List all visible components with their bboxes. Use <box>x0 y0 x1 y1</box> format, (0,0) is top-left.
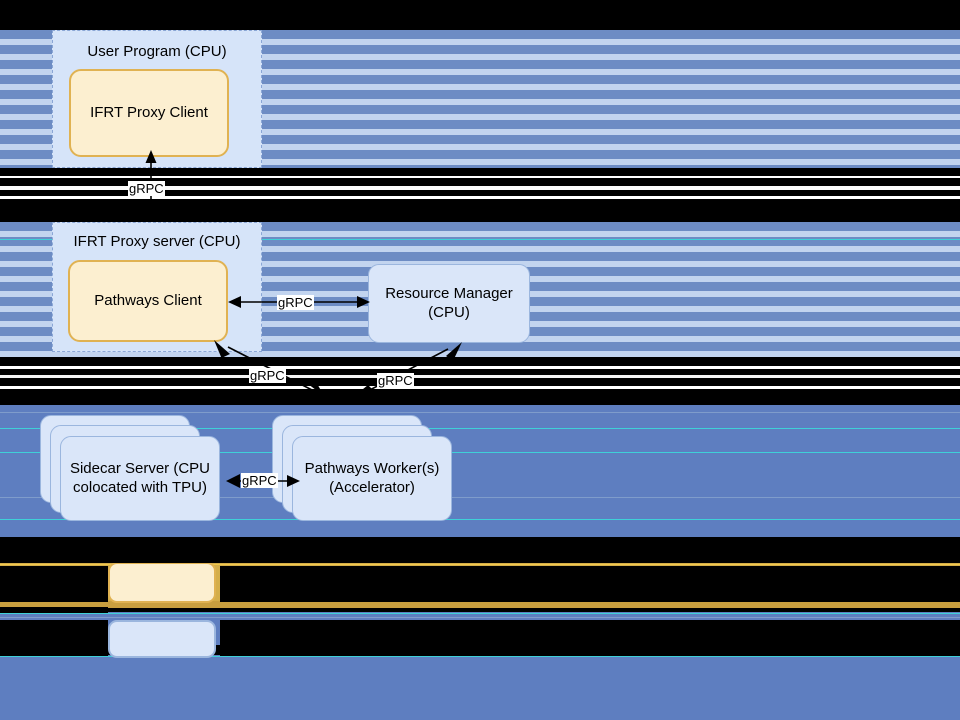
occlusion-band-2 <box>0 199 960 219</box>
occlusion-band-9 <box>220 620 960 656</box>
group-ifrt-proxy-server-title: IFRT Proxy server (CPU) <box>73 233 241 250</box>
background-band-white-a <box>0 175 960 178</box>
occlusion-band-12 <box>0 608 960 612</box>
background-hairline-e <box>0 452 960 453</box>
legend-swatch-cream <box>108 562 216 603</box>
background-hairline-i <box>0 617 960 618</box>
node-resource-manager[interactable]: Resource Manager (CPU) <box>368 264 530 343</box>
sidecar-card-front[interactable]: Sidecar Server (CPU colocated with TPU) <box>60 436 220 521</box>
background-band-white-b <box>0 186 960 190</box>
node-ifrt-proxy-client[interactable]: IFRT Proxy Client <box>69 69 229 157</box>
node-ifrt-proxy-client-label: IFRT Proxy Client <box>90 103 208 121</box>
background-hairline-d <box>0 428 960 429</box>
node-pathways-workers-label-line1: Pathways Worker(s) <box>304 459 440 477</box>
background-hairline-c <box>0 412 960 413</box>
workers-card-front[interactable]: Pathways Worker(s) (Accelerator) <box>292 436 452 521</box>
edge-label-sidecar-workers: gRPC <box>241 473 278 488</box>
background-hairline-f <box>0 497 960 498</box>
background-band-white-c <box>0 196 960 199</box>
node-sidecar-server-label-line2: colocated with TPU) <box>73 478 207 496</box>
background-hairline-g <box>0 519 960 520</box>
occlusion-band-6 <box>220 566 960 602</box>
background-band-gold-lower <box>0 601 960 608</box>
node-pathways-workers-label-line2: (Accelerator) <box>329 478 415 496</box>
node-pathways-client-label: Pathways Client <box>94 291 202 309</box>
edge-label-resource-manager-workers: gRPC <box>377 373 414 388</box>
background-band-white-e <box>0 375 960 378</box>
background-band-white-f <box>0 386 960 389</box>
node-pathways-workers-stack[interactable]: Pathways Worker(s) (Accelerator) <box>272 415 462 525</box>
occlusion-band-11 <box>0 0 960 30</box>
node-sidecar-server-label-line1: Sidecar Server (CPU <box>69 459 211 477</box>
occlusion-band-10 <box>0 620 108 656</box>
group-user-program-title: User Program (CPU) <box>87 43 227 60</box>
edge-label-pathways-client-resource-manager: gRPC <box>277 295 314 310</box>
background-hairline-b <box>0 239 960 240</box>
node-resource-manager-label-line2: (CPU) <box>428 303 470 321</box>
node-sidecar-server-stack[interactable]: Sidecar Server (CPU colocated with TPU) <box>40 415 230 525</box>
background-hairline-h <box>0 613 960 614</box>
background-band-white-d <box>0 366 960 369</box>
occlusion-band-5 <box>0 537 960 563</box>
legend-swatch-blue <box>108 620 216 658</box>
occlusion-band-3 <box>0 357 960 366</box>
node-resource-manager-label-line1: Resource Manager <box>385 285 513 303</box>
occlusion-band-1 <box>0 168 960 176</box>
edge-label-pathways-client-sidecar: gRPC <box>249 368 286 383</box>
occlusion-band-4 <box>0 389 960 405</box>
background-hairline-j <box>0 656 960 657</box>
background-solid-bottom <box>0 655 960 720</box>
edge-label-client-to-proxy-server: gRPC <box>128 181 165 196</box>
occlusion-band-8 <box>0 566 108 602</box>
node-pathways-client[interactable]: Pathways Client <box>68 260 228 342</box>
background-hairline-gold-top <box>0 564 960 565</box>
